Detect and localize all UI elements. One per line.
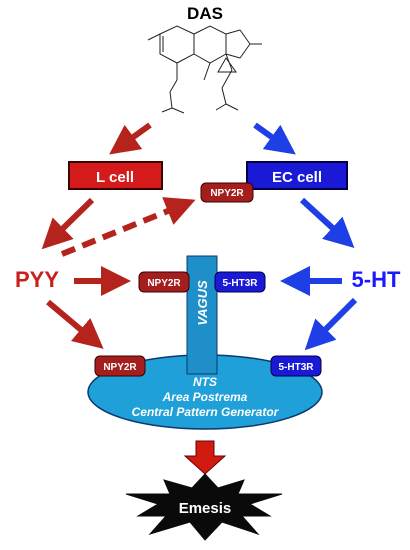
brain-cpg-label: Central Pattern Generator bbox=[132, 405, 280, 419]
emesis-starburst bbox=[125, 473, 283, 541]
npy2r-nts-label: NPY2R bbox=[103, 362, 137, 373]
npy2r-nts-receptor: NPY2R bbox=[94, 355, 146, 377]
arrow-l-cell-to-pyy bbox=[41, 197, 95, 250]
npy2r-vagus-label: NPY2R bbox=[147, 278, 181, 289]
l-cell-label: L cell bbox=[96, 169, 134, 186]
brain-nts-label: NTS bbox=[193, 375, 217, 389]
down-arrow-icon bbox=[183, 440, 227, 475]
vagus-label: VAGUS bbox=[195, 280, 210, 326]
ec-cell-box: EC cell bbox=[246, 161, 348, 190]
npy2r-top-receptor: NPY2R bbox=[200, 182, 254, 203]
vagus-nerve bbox=[186, 255, 218, 375]
npy2r-top-label: NPY2R bbox=[210, 188, 244, 199]
arrow-das-to-ec-cell bbox=[253, 122, 296, 155]
ec-cell-label: EC cell bbox=[272, 169, 322, 186]
arrow-pyy-to-npy2r-nts bbox=[46, 299, 104, 349]
ht3r-nts-label: 5-HT3R bbox=[278, 362, 314, 373]
pyy-label: PYY bbox=[15, 267, 59, 292]
arrow-pyy-to-npy2r-top bbox=[60, 197, 196, 257]
ht3r-nts-receptor: 5-HT3R bbox=[270, 355, 322, 377]
arrow-5ht-to-5ht3r-nts bbox=[304, 297, 358, 351]
brain-area-postrema-label: Area Postrema bbox=[162, 390, 248, 404]
emesis-label: Emesis bbox=[179, 500, 232, 517]
arrow-das-to-l-cell bbox=[109, 122, 152, 155]
das-title: DAS bbox=[187, 4, 223, 23]
ht3r-vagus-receptor: 5-HT3R bbox=[214, 271, 266, 293]
l-cell-box: L cell bbox=[68, 161, 163, 190]
arrow-ec-cell-to-5ht bbox=[299, 197, 355, 249]
five-ht-label: 5-HT bbox=[352, 267, 401, 292]
ht3r-vagus-label: 5-HT3R bbox=[222, 278, 258, 289]
npy2r-vagus-receptor: NPY2R bbox=[138, 271, 190, 293]
das-structure-icon bbox=[147, 25, 262, 114]
